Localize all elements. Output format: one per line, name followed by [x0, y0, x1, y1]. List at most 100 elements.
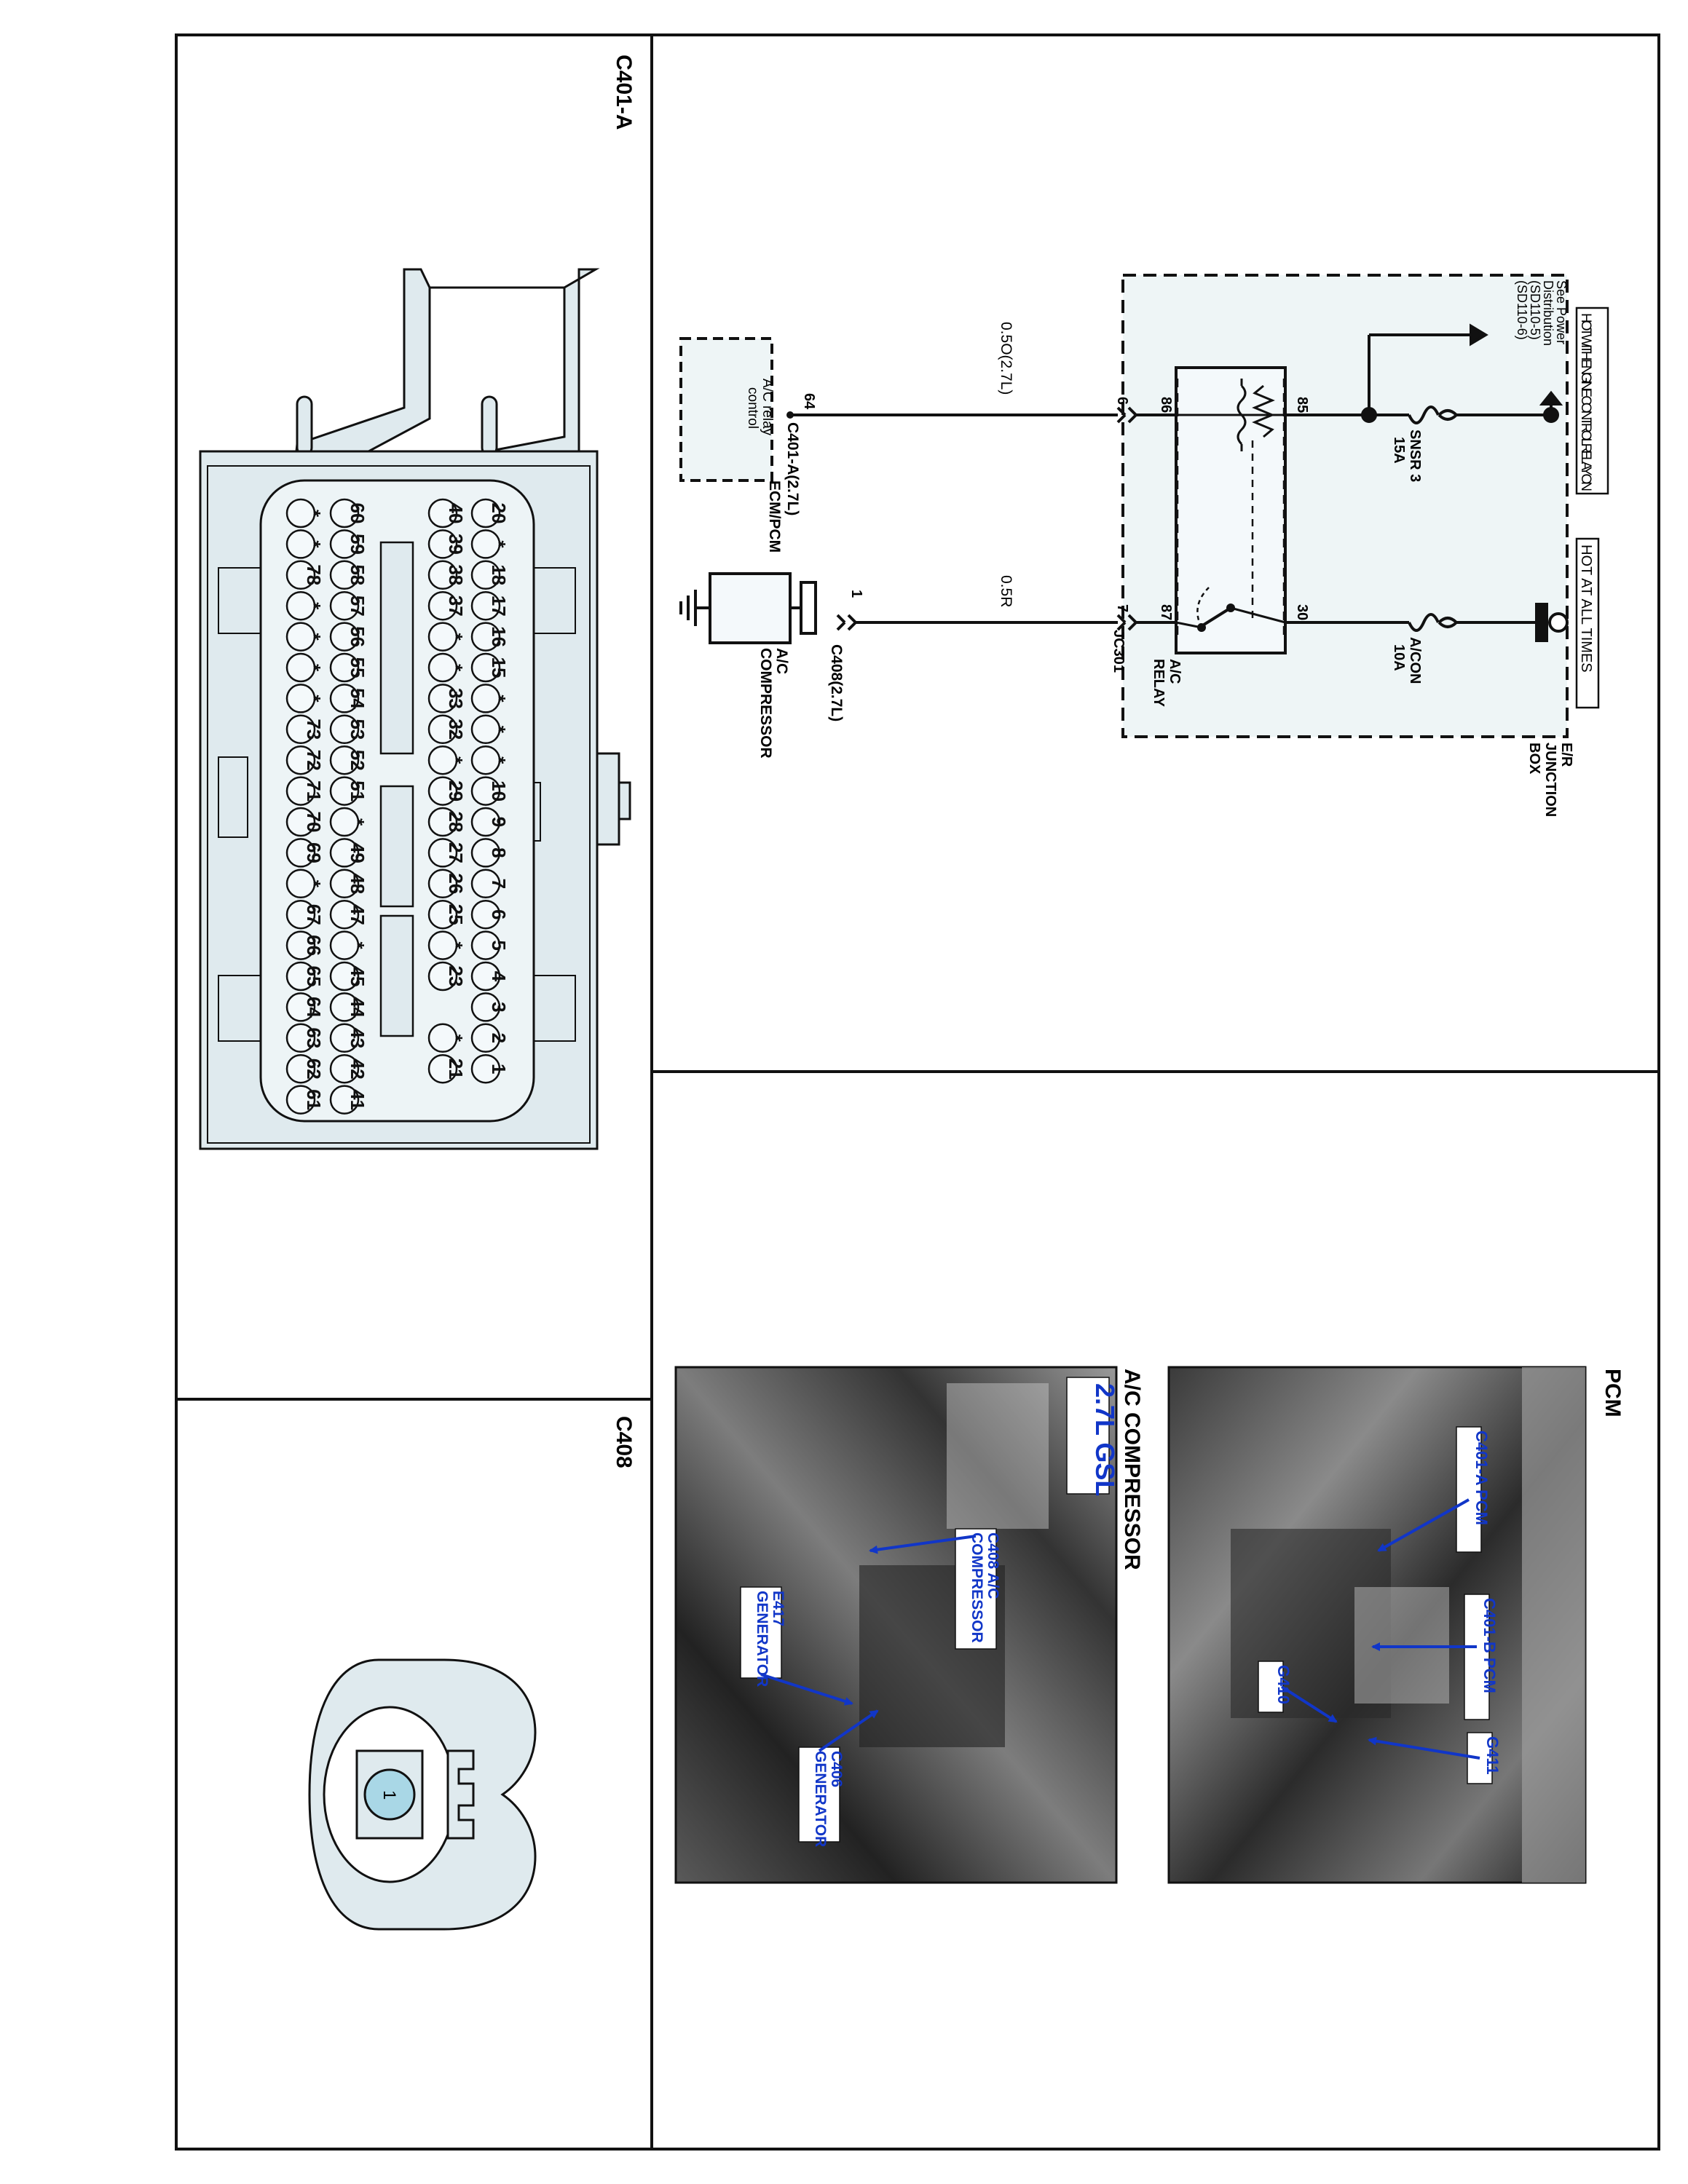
- relay-pin-86: 86: [1158, 397, 1174, 413]
- relay-pin-85: 85: [1294, 397, 1310, 413]
- c401a-pin-label: 9: [488, 817, 510, 827]
- c401a-pin-2: [470, 1023, 501, 1053]
- c401a-pin-label: 39: [445, 534, 467, 555]
- hot-engine-relay-label: HOT WITH ENGINE CONTROL RELAY ON: [1578, 313, 1593, 491]
- c401a-pin-label: *: [303, 880, 325, 888]
- fuse-snsr-label: SNSR 3: [1407, 430, 1423, 482]
- comp-callout-c406-line1: C406: [828, 1751, 845, 1787]
- c401a-pin-64: [285, 992, 316, 1022]
- output-wires: [790, 406, 1137, 631]
- c401a-pin-25: [427, 899, 458, 930]
- c401a-pin-6: [470, 899, 501, 930]
- pcm-callout-g410: [1258, 1661, 1338, 1723]
- c401a-pin-label: 73: [303, 719, 325, 740]
- c401a-pin-label: 66: [303, 935, 325, 956]
- c401a-pin-53: [329, 714, 360, 745]
- c401a-pin-32: [427, 714, 458, 745]
- wire-label-red: 0.5R: [998, 575, 1014, 607]
- c401a-pin-label: *: [303, 633, 325, 641]
- c401a-pin-45: [329, 961, 360, 992]
- pcm-callout-c401a: [1377, 1426, 1482, 1553]
- c401a-pin-label: *: [445, 756, 467, 764]
- pcm-photo-title: PCM: [1601, 1369, 1625, 1417]
- c401a-pin-label: 59: [347, 534, 368, 555]
- c401a-pin-65: [285, 961, 316, 992]
- comp-callout-e417: [740, 1586, 853, 1706]
- c401a-pin-label: 26: [445, 873, 467, 894]
- c401a-pin-label: 8: [488, 847, 510, 858]
- c401a-title: C401-A: [612, 55, 636, 130]
- c401a-pin-label: *: [303, 540, 325, 548]
- c401a-pin-label: *: [303, 664, 325, 672]
- c401a-pin-43: [329, 1023, 360, 1053]
- c401a-schematic-label: C401-A(2.7L): [784, 422, 801, 515]
- c401a-pin-57: [329, 590, 360, 621]
- c401a-pin-4: [470, 961, 501, 992]
- power-feed-top: [1304, 323, 1563, 424]
- c401a-pin-59: [329, 529, 360, 559]
- c401a-pin-27: [427, 838, 458, 868]
- c401a-pin-unused: [329, 807, 360, 837]
- c401a-pin-label: 52: [347, 750, 368, 771]
- c401a-pin-label: 6: [488, 909, 510, 919]
- c401a-pin-39: [427, 529, 458, 559]
- c401a-pin-label: 38: [445, 564, 467, 585]
- c401a-pin-label: *: [488, 756, 510, 764]
- c401a-pin-label: 55: [347, 657, 368, 678]
- c401a-pin-label: 5: [488, 940, 510, 950]
- compressor-photo-title: A/C COMPRESSOR: [1120, 1369, 1144, 1570]
- c401a-pin-label: 64: [303, 997, 325, 1018]
- relay-pin-87: 87: [1158, 604, 1174, 620]
- terminal-7: 7: [1114, 604, 1130, 612]
- c401a-pin-unused: [470, 745, 501, 775]
- c401a-pin-label: 41: [347, 1089, 368, 1110]
- c401a-pin-42: [329, 1053, 360, 1084]
- c401a-pin-label: 42: [347, 1059, 368, 1080]
- terminal-6: 6: [1114, 397, 1130, 405]
- c401a-pin-label: 33: [445, 688, 467, 709]
- c401a-pin-label: 37: [445, 596, 467, 617]
- c401a-pin-label: 25: [445, 904, 467, 925]
- c401a-pin-label: 53: [347, 719, 368, 740]
- c401a-pin-label: 15: [488, 657, 510, 678]
- ecm-pcm-box: [679, 337, 794, 482]
- c401a-pin-unused: [329, 930, 360, 960]
- see-power-line-4: (SD110-6): [1515, 280, 1529, 340]
- c401a-pin-unused: [285, 590, 316, 621]
- c401a-pin-unused: [285, 869, 316, 899]
- c401a-pin-67: [285, 899, 316, 930]
- comp-callout-c406-line2: GENERATOR: [812, 1751, 829, 1847]
- compressor-badge-label: 2.7L GSL: [1090, 1383, 1120, 1496]
- hot-all-times-label-box: [1575, 537, 1600, 709]
- c401a-pin-58: [329, 560, 360, 590]
- c401a-pin-17: [470, 590, 501, 621]
- ecm-pcm-label: ECM/PCM: [766, 480, 783, 553]
- c401a-pin-label: 18: [488, 564, 510, 585]
- hot-engine-relay-label-box: [1575, 306, 1609, 495]
- c401a-pin-63: [285, 1023, 316, 1053]
- comp-callout-c408-line1: C408 A/C: [985, 1532, 1001, 1599]
- c401a-pin-label: *: [303, 602, 325, 610]
- c401a-pin-label: *: [488, 540, 510, 548]
- c401a-pin-54: [329, 684, 360, 713]
- c401a-pin-label: 27: [445, 842, 467, 863]
- comp-callout-c408-line2: COMPRESSOR: [969, 1532, 985, 1643]
- c401a-pin-unused: [285, 622, 316, 652]
- see-power-line-1: See Power: [1554, 280, 1569, 344]
- c401a-pin-28: [427, 807, 458, 837]
- c401a-pin-label: 54: [347, 688, 368, 709]
- c401a-pin-unused: [427, 622, 458, 652]
- c401a-pin-label: 56: [347, 626, 368, 647]
- c401a-pin-56: [329, 622, 360, 652]
- c408-pin-number: 1: [379, 1790, 399, 1800]
- c401a-pin-label: 20: [488, 503, 510, 524]
- c401a-pin-label: 57: [347, 596, 368, 617]
- c401a-pin-48: [329, 869, 360, 899]
- hot-all-times-label: HOT AT ALL TIMES: [1578, 545, 1594, 673]
- junction-box-label-2: JUNCTION: [1542, 743, 1558, 817]
- ecm-control-1: A/C relay: [760, 379, 775, 436]
- c401a-pin-label: 47: [347, 904, 368, 925]
- wire-label-orange: 0.5O(2.7L): [998, 322, 1014, 395]
- c401a-pin-unused: [470, 529, 501, 559]
- connector-c408-drawing: [308, 1658, 537, 1931]
